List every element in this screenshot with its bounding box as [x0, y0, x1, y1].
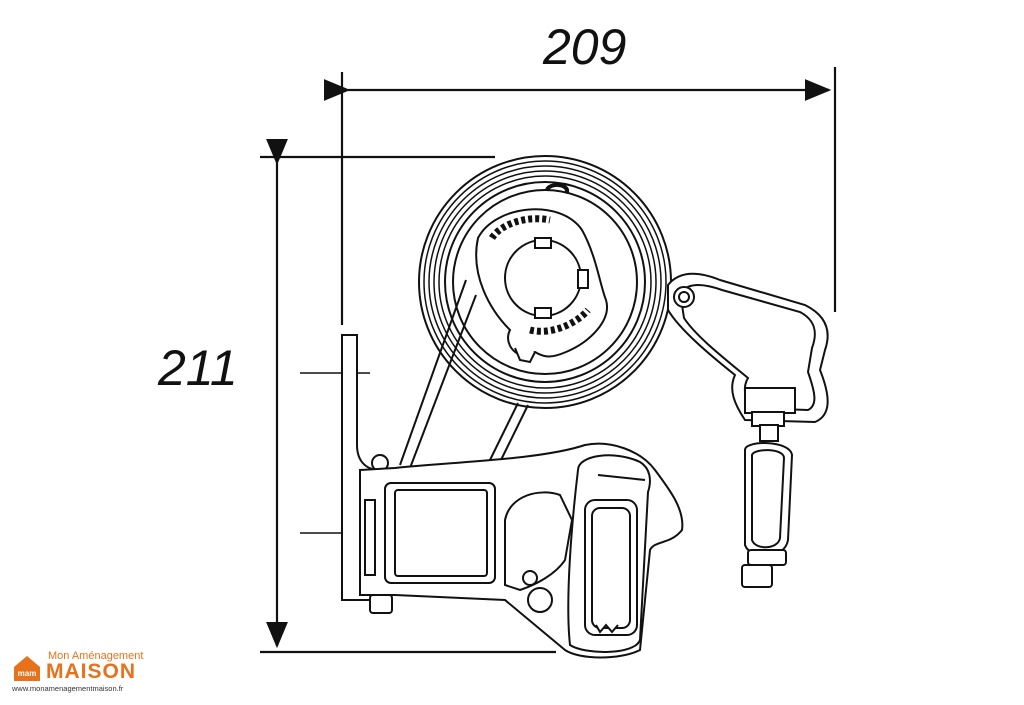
- drum-support: [399, 279, 529, 469]
- logo-line2: MAISON: [46, 660, 136, 683]
- drum-hub: [475, 208, 608, 364]
- house-icon-text: mam: [18, 669, 37, 678]
- height-dimension: [260, 138, 556, 654]
- handle-assembly: [667, 272, 829, 588]
- logo-line1: Mon Aménagement: [48, 650, 144, 662]
- crank-lever: [567, 454, 651, 653]
- site-logo[interactable]: mam Mon Aménagement MAISON www.monamenag…: [10, 650, 144, 700]
- height-dimension-label: 211: [158, 340, 238, 396]
- width-dimension-label: 209: [543, 19, 627, 75]
- width-dimension: [323, 67, 837, 325]
- logo-url: www.monamenagementmaison.fr: [12, 684, 124, 693]
- house-icon: mam: [14, 656, 40, 681]
